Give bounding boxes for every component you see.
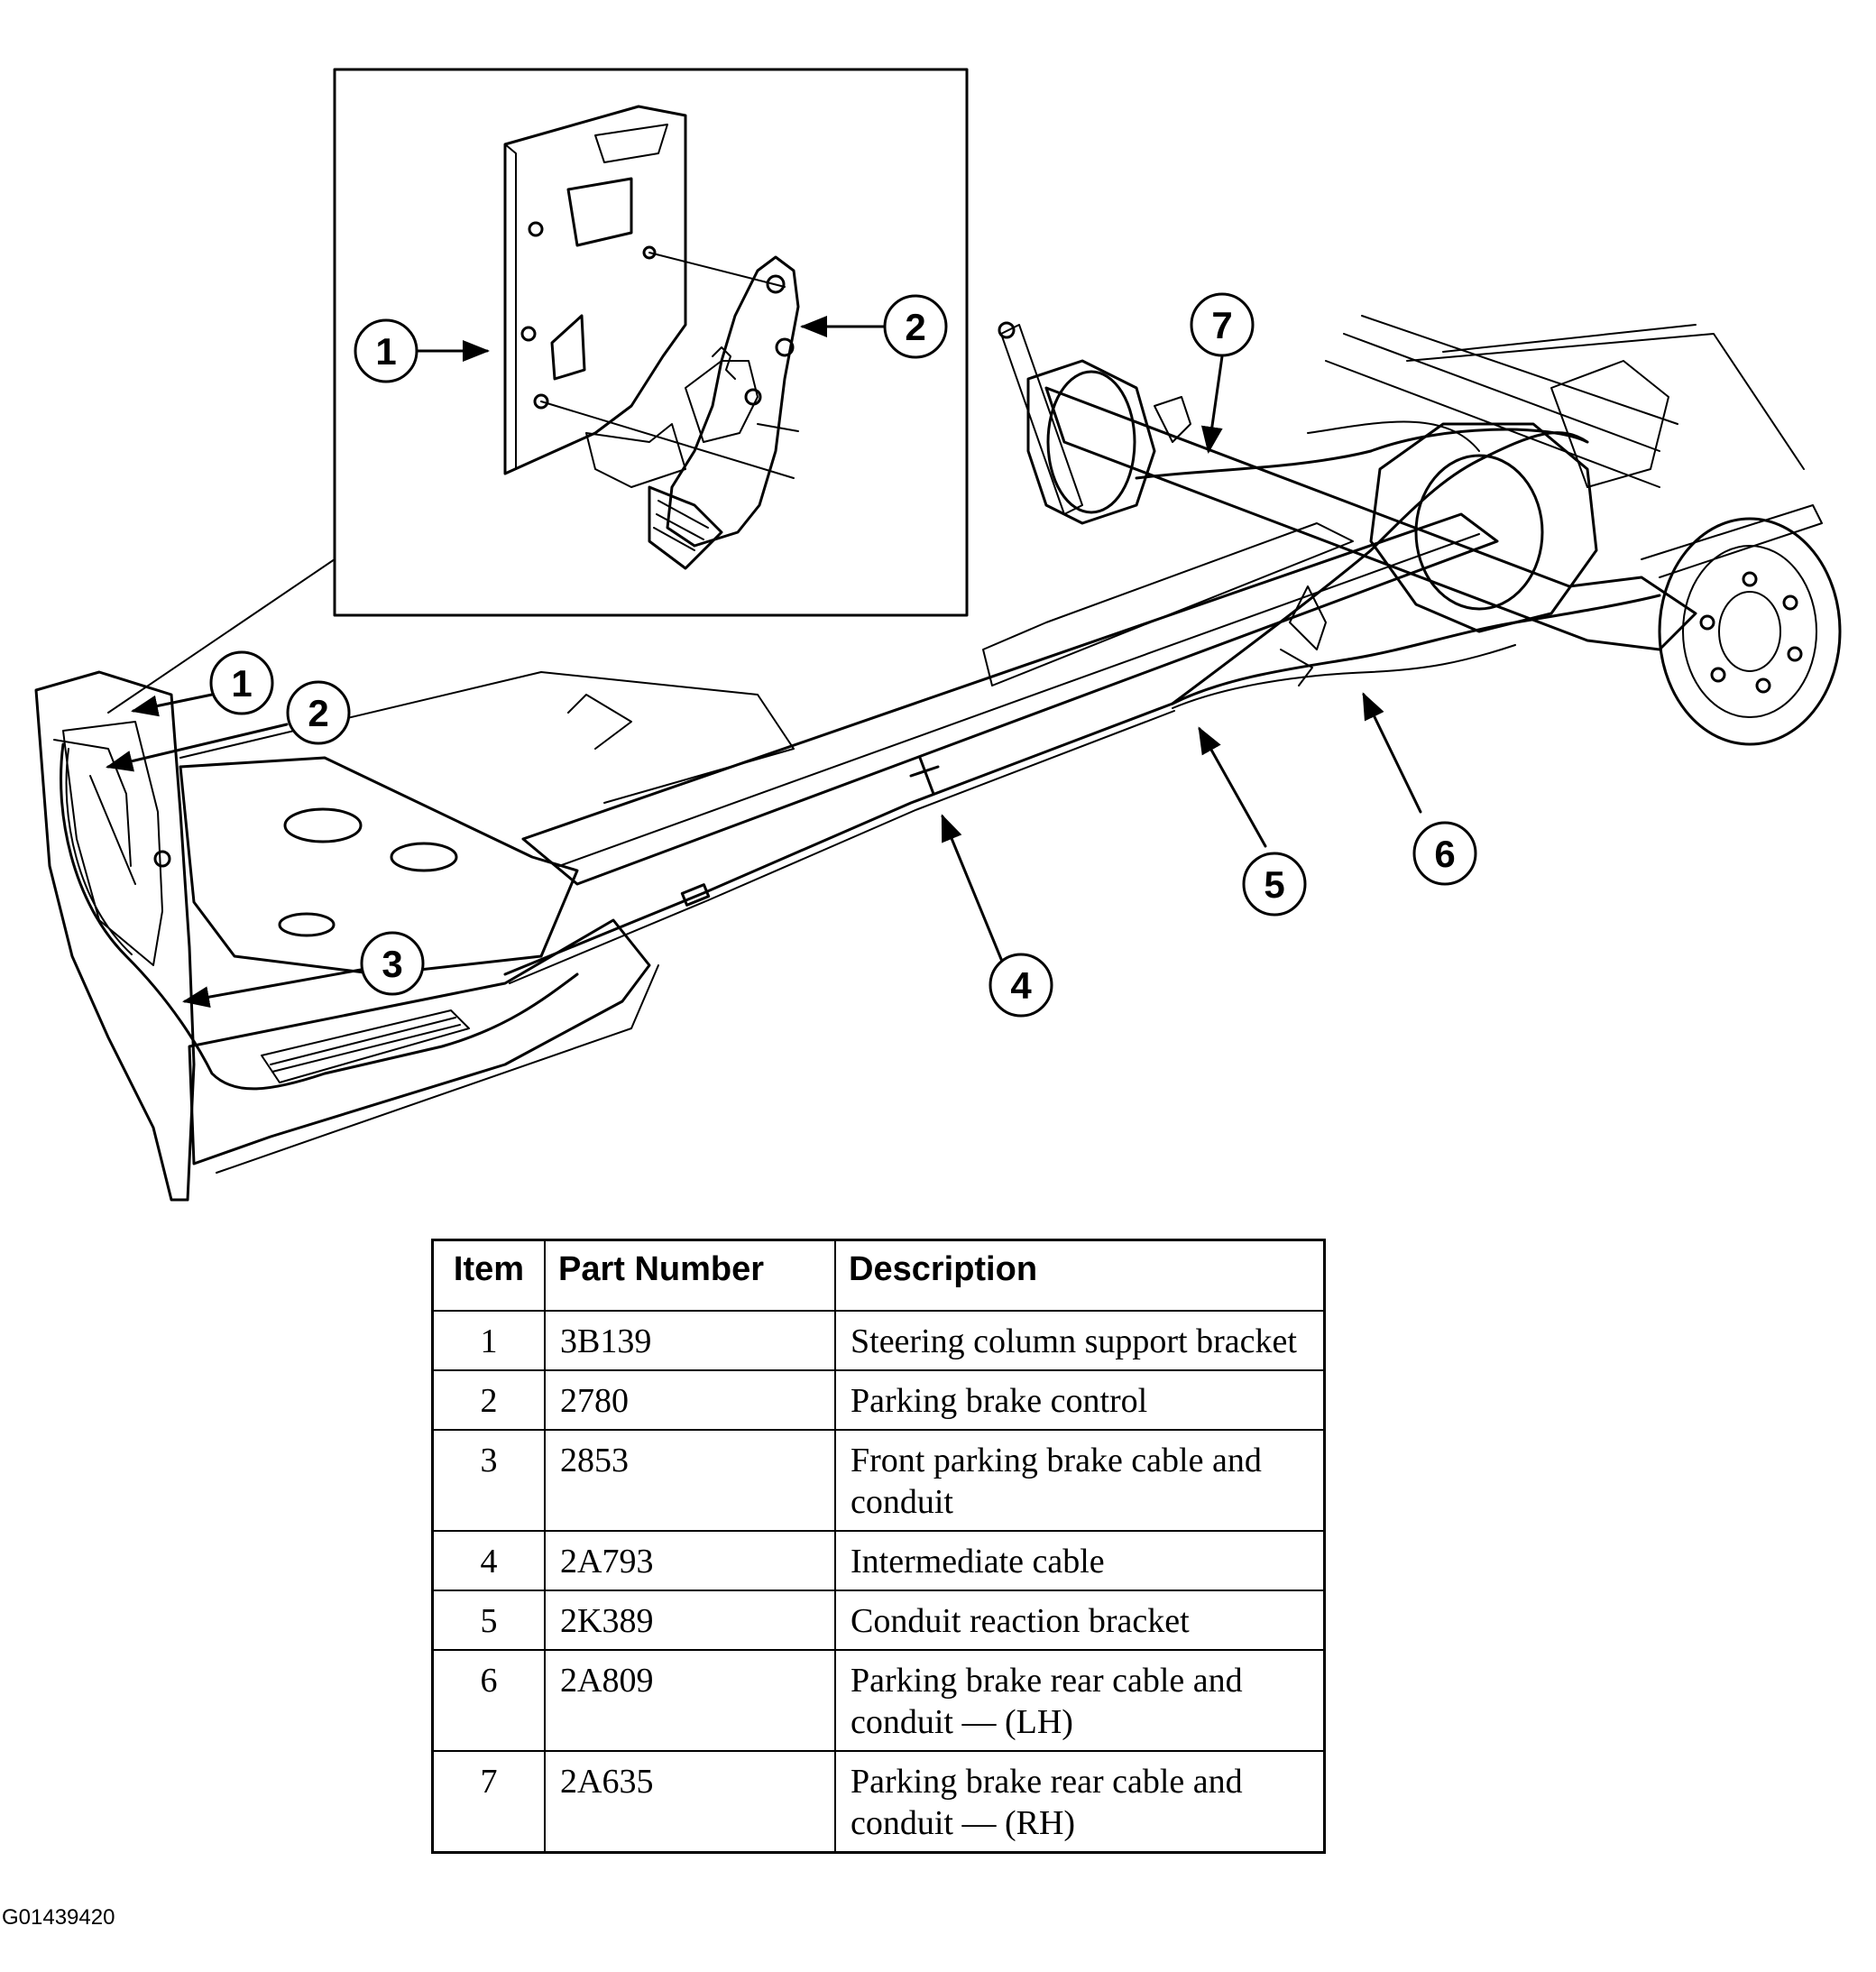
floor-pan	[179, 756, 579, 976]
row-description: Intermediate cable	[834, 1530, 1326, 1591]
inset-frame	[333, 68, 969, 617]
callout-3: 3	[360, 931, 425, 996]
table-row: 4 2A793 Intermediate cable	[431, 1530, 1326, 1591]
row-description: Parking brake control	[834, 1369, 1326, 1431]
rear-cable-lh-6	[1171, 594, 1661, 705]
svg-text:3: 3	[382, 943, 402, 985]
svg-text:2: 2	[308, 692, 328, 734]
table-row: 1 3B139 Steering column support bracket	[431, 1310, 1326, 1371]
rear-cable-rh-7	[1135, 428, 1589, 705]
row-item: 3	[431, 1429, 546, 1532]
frame-rail	[521, 512, 1499, 886]
callout-1-main: 1	[209, 650, 274, 715]
cables	[60, 420, 1661, 1091]
svg-text:6: 6	[1434, 833, 1455, 875]
parts-table: Item Part Number Description 1 3B139 Ste…	[431, 1239, 1326, 1854]
row-part-number: 2K389	[544, 1590, 836, 1651]
row-part-number: 2853	[544, 1429, 836, 1532]
rh-backing-plate	[1026, 359, 1156, 525]
figure-id: G01439420	[2, 1905, 115, 1930]
svg-text:1: 1	[375, 330, 396, 373]
row-part-number: 2A793	[544, 1530, 836, 1591]
callout-2-inset: 2	[883, 294, 948, 359]
row-part-number: 2780	[544, 1369, 836, 1431]
table-header-row: Item Part Number Description	[431, 1239, 1326, 1312]
row-description: Parking brake rear cable and conduit — (…	[834, 1750, 1326, 1854]
svg-text:4: 4	[1010, 964, 1032, 1007]
rear-axle	[998, 315, 1842, 746]
callout-2-main: 2	[286, 680, 351, 745]
axle-housing	[1044, 386, 1697, 651]
lh-brake-drum	[1658, 517, 1842, 746]
header-description: Description	[834, 1239, 1326, 1312]
row-part-number: 3B139	[544, 1310, 836, 1371]
table-row: 7 2A635 Parking brake rear cable and con…	[431, 1750, 1326, 1854]
body-pillar	[34, 670, 196, 1202]
table-row: 3 2853 Front parking brake cable and con…	[431, 1429, 1326, 1532]
row-description: Parking brake rear cable and conduit — (…	[834, 1649, 1326, 1752]
differential	[1369, 422, 1598, 633]
table-row: 5 2K389 Conduit reaction bracket	[431, 1590, 1326, 1651]
callout-6: 6	[1412, 821, 1477, 886]
inset-detail	[107, 68, 969, 714]
vehicle-underbody	[34, 512, 1499, 1202]
header-item: Item	[431, 1239, 546, 1312]
header-part-number: Part Number	[544, 1239, 836, 1312]
callout-5: 5	[1242, 852, 1307, 917]
svg-text:7: 7	[1211, 304, 1232, 346]
front-cable-3	[60, 742, 579, 1091]
table-row: 6 2A809 Parking brake rear cable and con…	[431, 1649, 1326, 1752]
callout-leaders	[106, 316, 1422, 1009]
svg-text:2: 2	[905, 306, 925, 348]
row-part-number: 2A809	[544, 1649, 836, 1752]
callout-4: 4	[989, 953, 1053, 1018]
callout-1-inset: 1	[354, 318, 418, 383]
row-item: 7	[431, 1750, 546, 1854]
row-item: 5	[431, 1590, 546, 1651]
row-item: 4	[431, 1530, 546, 1591]
rocker-panel	[188, 918, 651, 1166]
parking-brake-diagram: 1 2 7 1 2 3 4 5 6	[34, 68, 1842, 1202]
row-item: 6	[431, 1649, 546, 1752]
svg-text:1: 1	[231, 662, 252, 705]
row-item: 2	[431, 1369, 546, 1431]
callout-7: 7	[1190, 292, 1255, 357]
row-description: Conduit reaction bracket	[834, 1590, 1326, 1651]
bracket-plate	[503, 105, 687, 475]
row-part-number: 2A635	[544, 1750, 836, 1854]
intermediate-cable-4	[503, 702, 1174, 976]
table-row: 2 2780 Parking brake control	[431, 1369, 1326, 1431]
row-item: 1	[431, 1310, 546, 1371]
row-description: Front parking brake cable and conduit	[834, 1429, 1326, 1532]
svg-text:5: 5	[1264, 863, 1284, 906]
row-description: Steering column support bracket	[834, 1310, 1326, 1371]
